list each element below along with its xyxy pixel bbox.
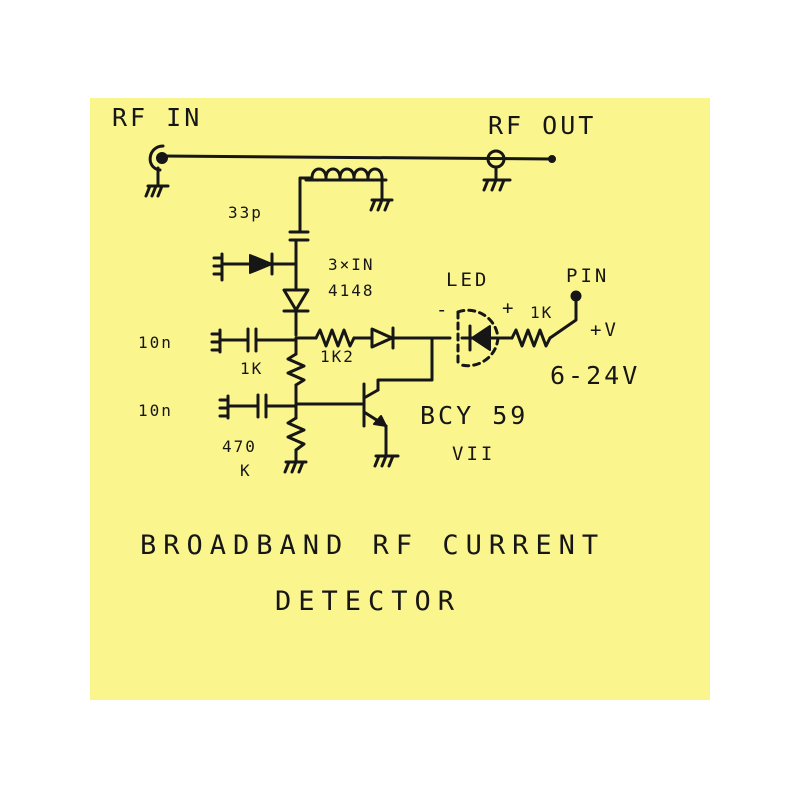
pickup-coil bbox=[298, 167, 394, 234]
supply-label: +V bbox=[590, 319, 619, 341]
bias-resistor-label: 1K bbox=[240, 359, 263, 378]
rf-input-connector bbox=[144, 144, 170, 198]
led-minus-label: - bbox=[436, 299, 450, 321]
diagram-title-line2: DETECTOR bbox=[275, 586, 461, 617]
coupling-capacitor-33p bbox=[288, 230, 310, 242]
sticky-note-background bbox=[90, 98, 710, 700]
resistor-470k-unit-label: K bbox=[240, 461, 252, 480]
resistor-470k-value-label: 470 bbox=[222, 437, 257, 456]
led-resistor-label: 1K bbox=[530, 303, 553, 322]
diodes-type-label: 4148 bbox=[328, 281, 375, 300]
series-diode-3 bbox=[352, 326, 434, 350]
rf-output-connector bbox=[482, 149, 512, 192]
pin-label: PIN bbox=[566, 265, 609, 287]
series-diode-2 bbox=[282, 288, 310, 337]
diagram-title-line1: BROADBAND RF CURRENT bbox=[140, 530, 605, 561]
led-label: LED bbox=[446, 269, 489, 291]
clamp-diode-1 bbox=[212, 252, 298, 282]
resistor-470k bbox=[283, 402, 308, 474]
rf-out-terminal bbox=[548, 155, 556, 163]
rf-out-label: RF OUT bbox=[488, 111, 596, 140]
resistor-1k2 bbox=[294, 328, 356, 348]
rf-through-line bbox=[160, 154, 554, 161]
npn-transistor bbox=[362, 382, 400, 468]
resistor-1k-led bbox=[510, 290, 582, 348]
collector-wire bbox=[376, 336, 434, 392]
bypass-cap-bottom-label: 10n bbox=[138, 401, 173, 420]
rf-in-label: RF IN bbox=[112, 103, 202, 132]
bypass-capacitor-top bbox=[210, 327, 298, 354]
bypass-capacitor-bottom bbox=[218, 393, 298, 420]
bypass-cap-top-label: 10n bbox=[138, 333, 173, 352]
led-plus-label: + bbox=[502, 297, 516, 319]
supply-range-label: 6-24V bbox=[550, 361, 640, 390]
capacitor-33p-label: 33p bbox=[228, 203, 263, 222]
resistor-1k-bias bbox=[286, 336, 306, 404]
resistor-1k2-label: 1K2 bbox=[320, 347, 355, 366]
transistor-grade-label: VII bbox=[452, 443, 495, 465]
transistor-label: BCY 59 bbox=[420, 401, 528, 430]
led-indicator bbox=[456, 308, 514, 368]
supply-pin-terminal bbox=[570, 290, 582, 302]
diodes-count-label: 3×IN bbox=[328, 255, 375, 274]
